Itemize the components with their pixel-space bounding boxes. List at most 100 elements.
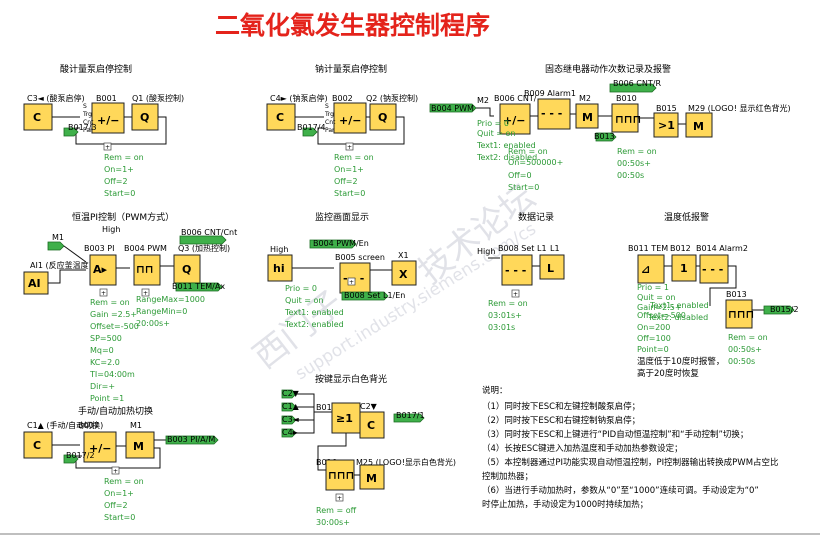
- relay-alarm-id: B009 Alarm1: [524, 89, 576, 98]
- relay-alarm-symbol: - - -: [541, 107, 562, 120]
- templow-b011-block: [637, 254, 665, 284]
- manual-m1-symbol: M: [133, 440, 144, 453]
- pid-pwm-param-plus: +: [143, 290, 148, 297]
- record-b008-id: B008 Set L1: [498, 244, 547, 253]
- pid-high-label: High: [102, 225, 120, 234]
- relay-count-section: B004 PWM M2 B006 CNT/ +/− B009 Alarm1 - …: [429, 79, 791, 192]
- pid-b003-id: B003 PI: [84, 244, 114, 253]
- sodium-pin-par: Par: [325, 127, 335, 134]
- relay-cnt-flag-label: B006 CNT/R: [613, 79, 661, 88]
- templow-tem-param-3: Text1: enabled: [649, 301, 709, 310]
- monitor-x1-symbol: X: [399, 268, 408, 281]
- record-l1-block: [539, 254, 565, 280]
- relay-alarm-block: [537, 98, 571, 130]
- sodium-block-id: B002: [332, 94, 353, 103]
- backlight-b016-symbol: ⊓⊓⊓: [328, 469, 354, 482]
- templow-timer-param-1: 00:50s+: [728, 345, 762, 354]
- backlight-m25-block: [359, 464, 385, 490]
- relay-b010-id: B010: [616, 94, 637, 103]
- manual-m1-label: M1: [130, 421, 142, 430]
- acid-pin-s: S: [83, 103, 87, 110]
- manual-b007-id: B007: [78, 421, 99, 430]
- sodium-input-label: C4► (钠泵启停): [270, 93, 328, 103]
- acid-input-c-symbol: C: [33, 111, 41, 124]
- monitor-b008-flag: [341, 291, 389, 301]
- manual-b007-symbol: +/−: [89, 442, 111, 455]
- manual-param-3: Start=0: [104, 513, 135, 522]
- manual-param-box: [111, 466, 120, 475]
- acid-pin-par: Par: [83, 127, 93, 134]
- notes-panel: 说明： （1）同时按下ESC和左键控制酸泵启停； （2）同时按下ESC和右键控制…: [482, 385, 779, 510]
- acid-pump-section: C3◄ (酸泵启停) C B001 S Trg Cnt Par +/− Q1 (…: [23, 93, 184, 198]
- sodium-pin-trg: Trg: [324, 111, 334, 118]
- monitor-x1-block: [391, 260, 417, 286]
- backlight-c-symbol: C: [367, 419, 375, 432]
- backlight-c2-label: C2▼: [360, 402, 378, 411]
- acid-output-label: Q1 (酸泵控制): [132, 93, 184, 103]
- templow-tem-param-5: Text2: disabled: [647, 313, 708, 322]
- notes-line-6: （6）当进行手动加热时，参数从“0”至“1000”连续可调。手动设定为“0”: [482, 485, 759, 496]
- monitor-param-0: Prio = 0: [285, 284, 317, 293]
- monitor-param-1: Quit = on: [285, 296, 323, 305]
- pid-pwm-param-2: 20:00s+: [136, 319, 170, 328]
- pid-b011-flag-label: B011 TEM/Ax: [172, 282, 225, 291]
- relay-b013-flag-label: B013: [594, 132, 615, 141]
- notes-line-7: 时停止加热，手动设定为1000时持续加热；: [482, 499, 648, 510]
- sodium-output-q-symbol: Q: [378, 111, 387, 124]
- relay-cnt-flag: [609, 83, 657, 93]
- acid-param-0: Rem = on: [104, 153, 144, 162]
- relay-m29-label: M29 (LOGO! 显示红色背光): [688, 103, 791, 113]
- templow-b011-id: B011 TEM: [628, 244, 668, 253]
- templow-b015-flag-label: B015/2: [770, 305, 799, 314]
- relay-pwm-flag: [429, 103, 477, 113]
- manual-b017-flag-label: B017/2: [66, 451, 95, 460]
- relay-m29-block: [685, 112, 713, 138]
- notes-line-3: （4）长按ESC键进入加热温度和手动加热参数设定；: [482, 443, 683, 454]
- templow-wire-3: [709, 265, 737, 306]
- manual-m1-block: [125, 431, 155, 459]
- relay-count-param-3: Start=0: [508, 183, 539, 192]
- relay-timer-param-1: 00:50s+: [617, 159, 651, 168]
- backlight-c3-flag: [281, 415, 297, 425]
- pid-b006-flag-label: B006 CNT/Cnt: [181, 228, 237, 237]
- pid-pwm-param-box: [141, 288, 150, 297]
- relay-m29-symbol: M: [693, 120, 704, 133]
- templow-b013-block: [725, 299, 753, 329]
- relay-b010-symbol: ⊓⊓⊓: [615, 113, 641, 126]
- record-l1-label: L1: [550, 244, 560, 253]
- backlight-c1-flag: [281, 402, 297, 412]
- acid-param-box: [103, 142, 112, 151]
- templow-tem-param-0: Prio = 1: [637, 283, 669, 292]
- sodium-pump-section: C4► (钠泵启停) C B002 S Trg Cnt Par +/− Q2 (…: [266, 93, 418, 198]
- relay-m2-in-label: M2: [477, 96, 489, 105]
- backlight-wire-1: [296, 393, 332, 413]
- sodium-output-q-block: [369, 103, 397, 131]
- backlight-b017-flag: [393, 413, 425, 423]
- relay-wire-1: [476, 107, 494, 117]
- sodium-param-0: Rem = on: [334, 153, 374, 162]
- heading-manual-auto: 手动/自动加热切换: [78, 405, 153, 417]
- manual-c1-label: C1▲ (手动/自动切换): [27, 420, 103, 430]
- backlight-input-3: C4►: [282, 428, 300, 437]
- manual-b003-flag: [165, 435, 219, 445]
- notes-line-0: （1）同时按下ESC和左键控制酸泵启停；: [482, 401, 640, 412]
- monitor-hi-block: [267, 254, 293, 282]
- templow-tem-param-2: Gain=2.5+: [637, 303, 682, 312]
- heading-data-record: 数据记录: [518, 211, 554, 223]
- monitor-param-3: Text2: enabled: [284, 320, 344, 329]
- templow-b013-id: B013: [726, 290, 747, 299]
- relay-b015-block: [653, 112, 679, 138]
- relay-b015-id: B015: [656, 104, 677, 113]
- manual-b017-flag: [63, 454, 79, 464]
- acid-feedback-flag-label: B017/3: [68, 123, 97, 132]
- record-b008-symbol: - - -: [505, 264, 526, 277]
- acid-input-label: C3◄ (酸泵启停): [27, 93, 85, 103]
- sodium-pin-s: S: [325, 103, 329, 110]
- manual-c-block: [23, 431, 53, 459]
- relay-counter-id: B006 CNT/: [494, 94, 537, 103]
- acid-param-3: Start=0: [104, 189, 135, 198]
- backlight-c2-flag: [281, 389, 297, 399]
- acid-output-q-block: [131, 103, 159, 131]
- relay-timer-param-0: Rem = on: [617, 147, 657, 156]
- monitor-b005-id: B005 screen: [335, 253, 385, 262]
